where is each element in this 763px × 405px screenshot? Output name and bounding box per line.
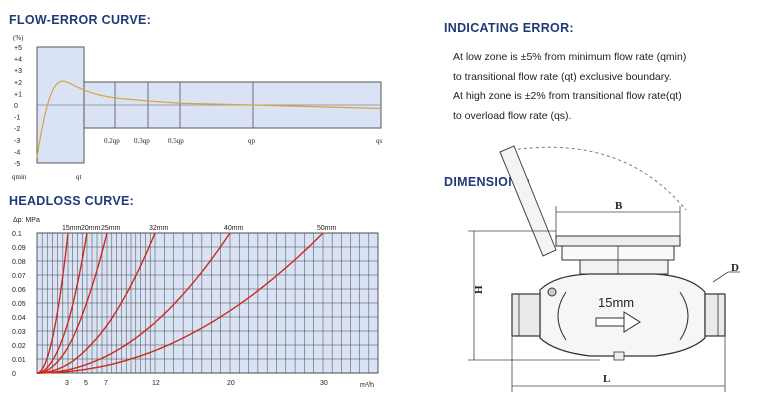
lid-swing-arc xyxy=(499,146,687,211)
headloss-y-tick: 0.08 xyxy=(12,259,26,266)
headloss-curve-label: 20mm xyxy=(81,225,101,232)
headloss-curve-label: 50mm xyxy=(317,225,337,232)
headloss-x-tick: 3 xyxy=(65,380,69,387)
headloss-y-tick: 0 xyxy=(12,371,16,378)
headloss-y-tick: 0.02 xyxy=(12,343,26,350)
headloss-curve-label: 40mm xyxy=(224,225,244,232)
dimensions-heading: DIMENSIONS: xyxy=(444,175,531,189)
register-cap xyxy=(555,235,681,247)
headloss-curve-40mm xyxy=(36,232,231,374)
flow-error-y-tick: -5 xyxy=(14,161,20,168)
headloss-x-tick: 5 xyxy=(84,380,88,387)
headloss-curve-15mm xyxy=(36,232,69,374)
flow-error-heading: FLOW-ERROR CURVE: xyxy=(9,13,152,27)
indicating-error-text: At low zone is ±5% from minimum flow rat… xyxy=(453,48,753,126)
size-label: 15mm xyxy=(598,295,634,310)
flow-error-qmin-label: qmin xyxy=(12,173,27,181)
headloss-y-tick: 0.04 xyxy=(12,315,26,322)
headloss-y-tick: 0.1 xyxy=(12,231,22,238)
headloss-curve-25mm xyxy=(36,232,108,374)
headloss-curve-label: 25mm xyxy=(101,225,121,232)
flow-error-x-label: 0.3qp xyxy=(134,137,150,145)
d-label: D xyxy=(731,262,739,274)
outlet-fitting xyxy=(704,293,726,337)
flow-error-y-tick: -2 xyxy=(14,126,20,133)
flow-error-y-tick: -4 xyxy=(14,149,20,156)
flow-error-y-tick: -1 xyxy=(14,115,20,122)
open-lid xyxy=(499,145,557,257)
flow-error-x-label: 0.2qp xyxy=(104,137,120,145)
headloss-y-tick: 0.05 xyxy=(12,301,26,308)
flow-error-chart: +5 +4 +3 +2 +1 0 -1 -2 -3 -4 -5 0.2qp 0.3qp 0.5qp qp q… xyxy=(12,34,383,181)
headloss-x-tick: 20 xyxy=(227,380,235,387)
indicating-error-heading: INDICATING ERROR: xyxy=(444,21,574,35)
indicating-line-4: to overload flow rate (qs). xyxy=(453,109,572,122)
headloss-curve-50mm xyxy=(36,232,324,374)
flow-error-y-unit: (%) xyxy=(13,34,24,42)
flow-error-y-tick: +5 xyxy=(14,45,22,52)
headloss-y-tick: 0.09 xyxy=(12,245,26,252)
flow-error-qt-label: qt xyxy=(76,173,82,181)
headloss-curve-label: 15mm xyxy=(62,225,82,232)
h-label: H xyxy=(473,285,485,294)
flow-error-x-label: 0.5qp xyxy=(168,137,184,145)
l-label: L xyxy=(603,373,610,385)
flow-error-y-tick: -3 xyxy=(14,138,20,145)
flow-error-x-label: qp xyxy=(248,137,256,145)
meter-body xyxy=(539,273,706,357)
b-label: B xyxy=(615,200,623,212)
headloss-chart: 0.1 0.09 0.08 0.07 0.06 0.05 0.04 0.03 0.02 0.01 0… xyxy=(12,217,379,389)
headloss-y-tick: 0.07 xyxy=(12,273,26,280)
headloss-y-tick: 0.03 xyxy=(12,329,26,336)
inlet-fitting xyxy=(511,293,541,337)
indicating-line-2: to transitional flow rate (qt) exclusive… xyxy=(453,70,672,83)
headloss-x-unit: m³/h xyxy=(360,382,374,389)
dimensions-drawing: B 15mm H L D xyxy=(468,145,740,392)
flow-error-y-tick: +2 xyxy=(14,80,22,87)
headloss-curve-32mm xyxy=(36,232,156,374)
flow-error-y-tick: +4 xyxy=(14,57,22,64)
headloss-x-tick: 12 xyxy=(152,380,160,387)
flow-error-y-tick: +1 xyxy=(14,91,22,98)
headloss-x-tick: 7 xyxy=(104,380,108,387)
flow-error-envelope xyxy=(36,46,382,164)
headloss-x-tick: 30 xyxy=(320,380,328,387)
headloss-curve-20mm xyxy=(36,232,88,374)
flow-arrow-icon xyxy=(595,311,641,333)
flow-error-x-label: qs xyxy=(376,137,383,145)
flow-error-y-tick: +3 xyxy=(14,68,22,75)
flow-error-curve xyxy=(36,80,382,158)
headloss-y-tick: 0.01 xyxy=(12,357,26,364)
headloss-y-unit: Δp: MPa xyxy=(13,217,40,224)
headloss-heading: HEADLOSS CURVE: xyxy=(9,194,135,208)
headloss-curve-label: 32mm xyxy=(149,225,169,232)
flow-error-y-tick: 0 xyxy=(14,103,18,110)
headloss-y-tick: 0.06 xyxy=(12,287,26,294)
indicating-line-3: At high zone is ±2% from transitional fl… xyxy=(453,90,682,102)
indicating-line-1: At low zone is ±5% from minimum flow rat… xyxy=(453,51,687,63)
